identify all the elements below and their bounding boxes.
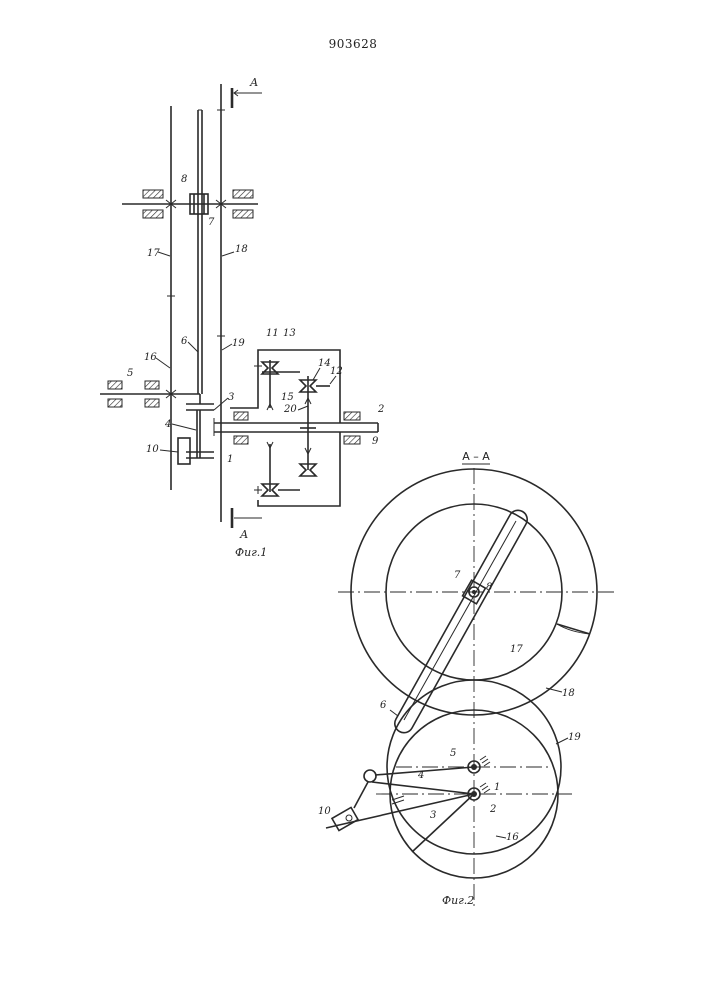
svg-text:8: 8: [181, 174, 187, 185]
svg-text:19: 19: [232, 338, 245, 349]
svg-text:18: 18: [562, 688, 575, 699]
svg-text:7: 7: [208, 217, 215, 228]
svg-text:А: А: [239, 528, 248, 541]
section-mark-top: А: [232, 76, 262, 108]
svg-text:1: 1: [494, 782, 500, 793]
svg-text:14: 14: [318, 358, 331, 369]
crank-mechanism: [326, 756, 490, 852]
svg-text:6: 6: [181, 336, 188, 347]
svg-text:А: А: [249, 76, 258, 89]
svg-text:7: 7: [454, 570, 461, 581]
figure-2: А – А: [318, 450, 614, 910]
svg-text:9: 9: [372, 436, 379, 447]
svg-text:15: 15: [281, 392, 294, 403]
patent-number: 903628: [329, 37, 378, 51]
svg-text:11: 11: [266, 328, 279, 339]
rocker-6: [198, 110, 202, 394]
svg-text:10: 10: [318, 806, 331, 817]
figure-1: А: [100, 76, 384, 559]
svg-text:3: 3: [228, 392, 234, 403]
svg-text:1: 1: [227, 454, 233, 465]
svg-text:6: 6: [380, 700, 387, 711]
svg-text:4: 4: [417, 770, 424, 781]
gear-ticks: [167, 110, 225, 336]
svg-text:13: 13: [283, 328, 296, 339]
section-mark-bottom: А: [232, 508, 262, 541]
svg-text:5: 5: [450, 748, 456, 759]
svg-text:18: 18: [235, 244, 248, 255]
upper-bearings: [122, 190, 258, 218]
svg-text:17: 17: [510, 644, 523, 655]
fig2-caption: Фиг.2: [442, 894, 474, 907]
shaft-2: [214, 412, 378, 444]
fig1-caption: Фиг.1: [235, 546, 267, 559]
link-4-slider-10: [178, 410, 214, 464]
lower-left-bearings: [100, 381, 214, 410]
svg-text:16: 16: [506, 832, 519, 843]
section-title: А – А: [462, 450, 490, 463]
svg-text:19: 19: [568, 732, 581, 743]
fig1-labels: 8 7 17 18 6 19 16 5 3 4 10 1 11 13 14 12: [127, 174, 384, 465]
svg-text:8: 8: [486, 582, 492, 593]
svg-text:20: 20: [283, 404, 297, 415]
planetary-housing: [230, 350, 340, 506]
svg-text:2: 2: [377, 404, 384, 415]
svg-text:4: 4: [164, 419, 171, 430]
svg-text:5: 5: [127, 368, 133, 379]
svg-text:2: 2: [489, 804, 496, 815]
svg-text:16: 16: [144, 352, 157, 363]
svg-text:3: 3: [430, 810, 436, 821]
svg-text:10: 10: [146, 444, 159, 455]
svg-text:17: 17: [147, 248, 160, 259]
svg-text:12: 12: [330, 366, 343, 377]
